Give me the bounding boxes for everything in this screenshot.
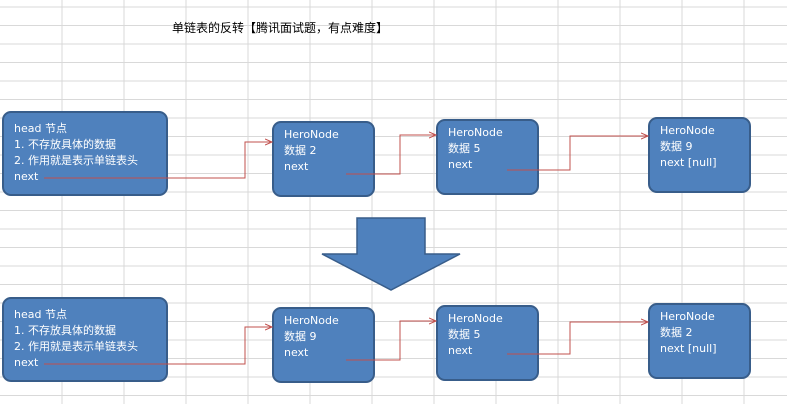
head-node-next: next (14, 356, 39, 369)
hero-node-next: next (448, 344, 473, 357)
hero-node-after-3: HeroNode 数据 2 next [null] (648, 303, 751, 379)
hero-node-before-1: HeroNode 数据 2 next (272, 121, 375, 197)
head-node-label: head 节点 (14, 122, 67, 135)
head-node-note-2: 2. 作用就是表示单链表头 (14, 340, 138, 353)
hero-node-data: 数据 2 (284, 144, 317, 157)
hero-node-class: HeroNode (284, 314, 339, 327)
hero-node-class: HeroNode (284, 128, 339, 141)
hero-node-after-1: HeroNode 数据 9 next (272, 307, 375, 383)
hero-node-class: HeroNode (660, 124, 715, 137)
head-node-after: head 节点 1. 不存放具体的数据 2. 作用就是表示单链表头 next (2, 297, 168, 382)
head-node-before: head 节点 1. 不存放具体的数据 2. 作用就是表示单链表头 next (2, 111, 168, 196)
head-node-note-2: 2. 作用就是表示单链表头 (14, 154, 138, 167)
head-node-next: next (14, 170, 39, 183)
hero-node-data: 数据 9 (660, 140, 693, 153)
hero-node-class: HeroNode (448, 126, 503, 139)
hero-node-before-2: HeroNode 数据 5 next (436, 119, 539, 195)
hero-node-data: 数据 9 (284, 330, 317, 343)
hero-node-data: 数据 5 (448, 142, 481, 155)
hero-node-next: next (284, 160, 309, 173)
hero-node-next: next [null] (660, 156, 717, 169)
hero-node-after-2: HeroNode 数据 5 next (436, 305, 539, 381)
head-node-label: head 节点 (14, 308, 67, 321)
hero-node-next: next [null] (660, 342, 717, 355)
hero-node-class: HeroNode (660, 310, 715, 323)
diagram-title: 单链表的反转【腾讯面试题，有点难度】 (172, 21, 389, 35)
hero-node-before-3: HeroNode 数据 9 next [null] (648, 117, 751, 193)
hero-node-next: next (448, 158, 473, 171)
hero-node-class: HeroNode (448, 312, 503, 325)
head-node-note-1: 1. 不存放具体的数据 (14, 324, 116, 337)
hero-node-next: next (284, 346, 309, 359)
head-node-note-1: 1. 不存放具体的数据 (14, 138, 116, 151)
hero-node-data: 数据 5 (448, 328, 481, 341)
hero-node-data: 数据 2 (660, 326, 693, 339)
